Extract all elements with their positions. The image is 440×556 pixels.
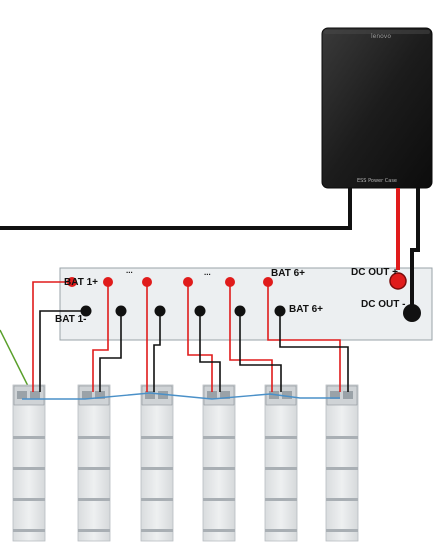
label-dc-out-positive: DC OUT + bbox=[351, 267, 398, 278]
label-bat1-positive: BAT 1+ bbox=[64, 277, 98, 288]
battery-module bbox=[202, 384, 236, 542]
bat5-negative-terminal bbox=[234, 305, 246, 317]
negative-line-to-dc-out bbox=[410, 188, 420, 305]
battery-rack bbox=[12, 384, 359, 542]
bat2-negative-terminal bbox=[115, 305, 127, 317]
control-panel bbox=[59, 267, 433, 341]
bat1-negative-terminal bbox=[80, 305, 92, 317]
bat2-positive-terminal bbox=[103, 277, 113, 287]
device-brand: lenovo bbox=[371, 33, 391, 40]
label-bat6-negative: BAT 6+ bbox=[289, 304, 323, 315]
battery-module bbox=[77, 384, 111, 542]
terminals bbox=[67, 272, 421, 322]
bat6-negative-terminal bbox=[274, 305, 286, 317]
dc-out-positive-terminal bbox=[389, 272, 407, 290]
ess-power-case: lenovo ESS Power Case bbox=[321, 27, 433, 189]
device-model: ESS Power Case bbox=[357, 178, 397, 184]
label-ellipsis-1: ... bbox=[126, 266, 133, 275]
label-bat1-negative: BAT 1- bbox=[55, 314, 86, 325]
battery-module bbox=[12, 384, 46, 542]
bat3-positive-terminal bbox=[142, 277, 152, 287]
negative-line-to-case bbox=[0, 188, 352, 230]
battery-module bbox=[325, 384, 359, 542]
bat3-negative-terminal bbox=[154, 305, 166, 317]
ground-wire bbox=[0, 329, 31, 391]
bat4-negative-terminal bbox=[194, 305, 206, 317]
battery-module bbox=[264, 384, 298, 542]
battery-module bbox=[140, 384, 174, 542]
battery-wires bbox=[32, 281, 349, 392]
bat5-positive-terminal bbox=[225, 277, 235, 287]
dc-out-negative-terminal bbox=[403, 304, 421, 322]
label-dc-out-negative: DC OUT - bbox=[361, 299, 405, 310]
bat4-positive-terminal bbox=[183, 277, 193, 287]
bat1-positive-terminal bbox=[67, 277, 77, 287]
bat6-positive-terminal bbox=[263, 277, 273, 287]
label-ellipsis-2: ... bbox=[204, 268, 211, 277]
battery-link-cable bbox=[22, 392, 340, 400]
label-bat6-positive: BAT 6+ bbox=[271, 268, 305, 279]
